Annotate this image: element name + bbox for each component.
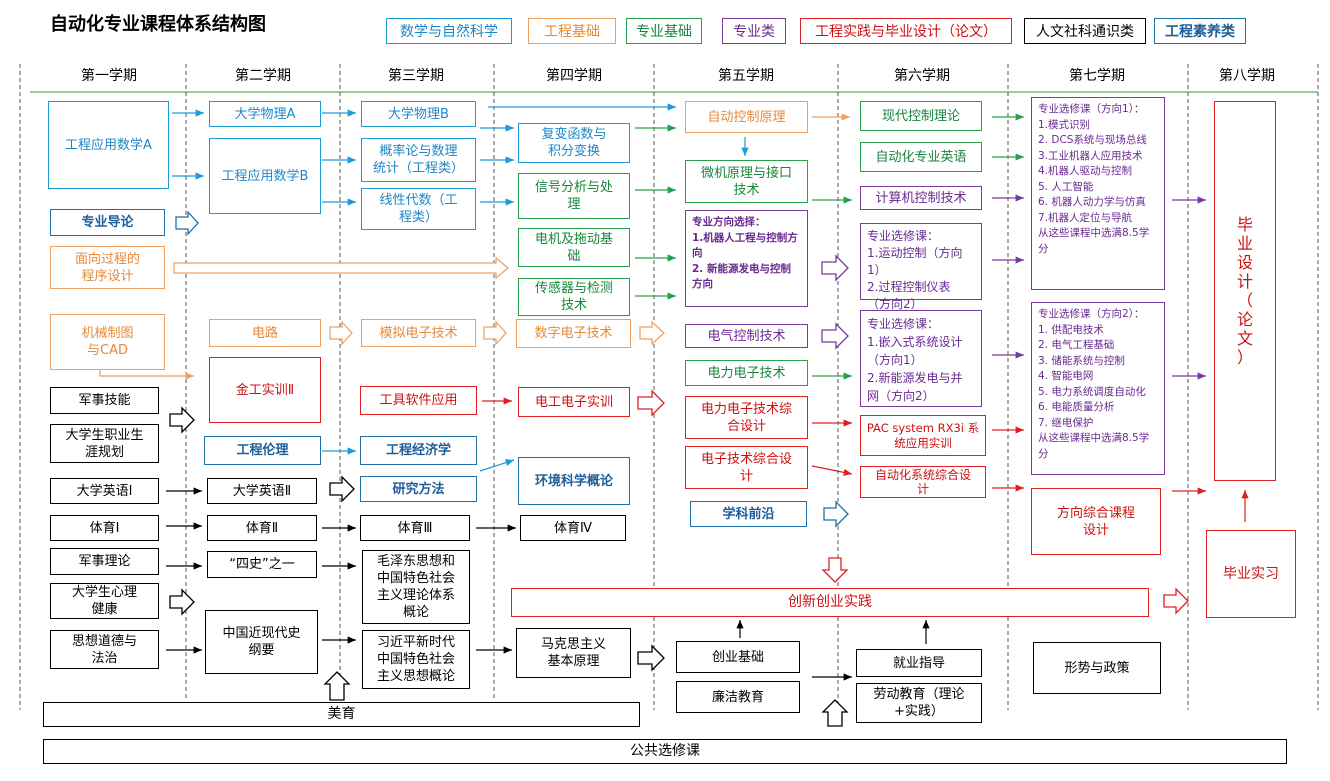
course-circuits: 电路	[209, 319, 321, 347]
course-pe-4: 体育Ⅳ	[520, 515, 626, 541]
course-graduation-internship: 毕业实习	[1206, 530, 1296, 618]
course-direction-selection: 专业方向选择： 1.机器人工程与控制方向 2. 新能源发电与控制方向	[685, 210, 808, 307]
legend-humanities: 人文社科通识类	[1024, 18, 1146, 44]
course-electives-direction-2: 专业选修课（方向2）： 1. 供配电技术 2. 电气工程基础 3. 储能系统与控…	[1031, 302, 1165, 475]
semester-3-header: 第三学期	[388, 68, 444, 84]
diagram-title: 自动化专业课程体系结构图	[50, 14, 266, 35]
course-research-methods: 研究方法	[360, 476, 477, 502]
course-physics-a: 大学物理A	[209, 101, 321, 127]
course-mao-thought: 毛泽东思想和 中国特色社会 主义理论体系 概论	[362, 550, 470, 624]
course-electives-semester-6b: 专业选修课： 1.嵌入式系统设计 （方向1） 2.新能源发电与并 网（方向2）	[860, 310, 982, 407]
course-motor-drive: 电机及拖动基 础	[518, 228, 630, 267]
course-labor-education: 劳动教育（理论 +实践）	[856, 683, 982, 723]
course-innovation-practice: 创新创业实践	[511, 588, 1149, 617]
course-sensors: 传感器与检测 技术	[518, 278, 630, 316]
course-tool-software: 工具软件应用	[360, 386, 477, 415]
course-military-skills: 军事技能	[50, 387, 159, 414]
semester-8-header: 第八学期	[1219, 68, 1275, 84]
course-electrical-control: 电气控制技术	[685, 324, 808, 348]
course-procedural-programming: 面向过程的 程序设计	[50, 246, 165, 289]
course-mechanical-drawing-cad: 机械制图 与CAD	[50, 314, 165, 370]
semester-2-header: 第二学期	[235, 68, 291, 84]
course-public-electives: 公共选修课	[43, 739, 1287, 764]
major-arrows	[992, 194, 1206, 380]
course-pe-1: 体育Ⅰ	[50, 515, 159, 541]
course-power-electronics: 电力电子技术	[685, 360, 808, 386]
course-digital-electronics: 数字电子技术	[516, 319, 631, 348]
course-automatic-control: 自动控制原理	[685, 101, 808, 133]
legend-professional-basics: 专业基础	[626, 18, 702, 44]
course-analog-electronics: 模拟电子技术	[361, 319, 476, 347]
legend-engineering-basics: 工程基础	[528, 18, 616, 44]
course-integrity-education: 廉洁教育	[676, 681, 800, 713]
course-microcomputer: 微机原理与接口 技术	[685, 160, 808, 203]
course-military-theory: 军事理论	[50, 548, 159, 575]
course-direction-comprehensive-design: 方向综合课程 设计	[1031, 488, 1161, 555]
course-situation-policy: 形势与政策	[1033, 642, 1161, 694]
course-aesthetic-education: 美育	[43, 702, 640, 727]
course-mental-health: 大学生心理 健康	[50, 583, 159, 619]
eng-arrows	[99, 113, 850, 380]
course-automation-system-design: 自动化系统综合设 计	[860, 466, 986, 498]
semester-1-header: 第一学期	[81, 68, 137, 84]
course-marxism: 马克思主义 基本原理	[516, 628, 631, 678]
semester-dividers	[19, 64, 1319, 710]
course-electronics-design: 电子技术综合设 计	[685, 446, 808, 489]
course-electives-direction-1: 专业选修课（方向1）： 1.模式识别 2. DCS系统与现场总线 3.工业机器人…	[1031, 97, 1165, 290]
course-modern-history: 中国近现代史 纲要	[205, 610, 318, 674]
course-xi-thought: 习近平新时代 中国特色社会 主义思想概论	[362, 630, 470, 689]
course-computer-control: 计算机控制技术	[860, 186, 982, 210]
course-college-english-1: 大学英语Ⅰ	[50, 478, 159, 504]
semester-5-header: 第五学期	[718, 68, 774, 84]
semester-4-header: 第四学期	[546, 68, 602, 84]
course-frontier: 学科前沿	[690, 501, 807, 527]
legend-practice: 工程实践与毕业设计（论文）	[800, 18, 1012, 44]
course-physics-b: 大学物理B	[361, 101, 476, 127]
course-metalwork-training: 金工实训Ⅱ	[209, 357, 321, 423]
course-complex-functions: 复变函数与 积分变换	[518, 123, 630, 163]
course-engineering-ethics: 工程伦理	[204, 436, 321, 465]
course-career-guidance: 就业指导	[856, 649, 982, 677]
semester-7-header: 第七学期	[1069, 68, 1125, 84]
course-probability-statistics: 概率论与数理 统计（工程类）	[361, 138, 476, 182]
course-career-planning: 大学生职业生 涯规划	[50, 424, 159, 463]
course-automation-english: 自动化专业英语	[860, 142, 982, 172]
course-electrical-training: 电工电子实训	[518, 387, 630, 417]
course-morality-law: 思想道德与 法治	[50, 630, 159, 669]
course-pac-system-training: PAC system RX3i 系 统应用实训	[860, 415, 986, 456]
legend-engineering-literacy: 工程素养类	[1154, 18, 1246, 44]
course-modern-control: 现代控制理论	[860, 101, 982, 131]
humanities-arrows	[166, 487, 930, 681]
course-entrepreneurship: 创业基础	[676, 641, 800, 673]
course-engineering-math-b: 工程应用数学B	[209, 138, 321, 214]
legend-major: 专业类	[722, 18, 786, 44]
prof-arrows	[635, 113, 1024, 380]
course-major-introduction: 专业导论	[50, 209, 165, 236]
course-pe-3: 体育Ⅲ	[360, 515, 470, 541]
course-four-histories: “四史”之一	[207, 551, 317, 578]
course-graduation-design: 毕 业 设 计 （ 论 文 ）	[1214, 101, 1276, 481]
course-engineering-economics: 工程经济学	[360, 436, 477, 465]
legend-math: 数学与自然科学	[386, 18, 512, 44]
math-arrows	[172, 103, 749, 472]
practice-arrows	[482, 397, 1249, 522]
course-pe-2: 体育Ⅱ	[207, 515, 317, 541]
semester-6-header: 第六学期	[894, 68, 950, 84]
course-signal-analysis: 信号分析与处 理	[518, 173, 630, 219]
course-power-electronics-design: 电力电子技术综 合设计	[685, 396, 808, 439]
course-electives-semester-6a: 专业选修课： 1.运动控制（方向1） 2.过程控制仪表 （方向2）	[860, 223, 982, 311]
course-environmental-science: 环境科学概论	[518, 457, 630, 505]
course-engineering-math-a: 工程应用数学A	[48, 101, 169, 189]
course-college-english-2: 大学英语Ⅱ	[207, 478, 317, 504]
course-linear-algebra: 线性代数（工 程类）	[361, 188, 476, 230]
hollow-arrows	[169, 210, 1189, 727]
